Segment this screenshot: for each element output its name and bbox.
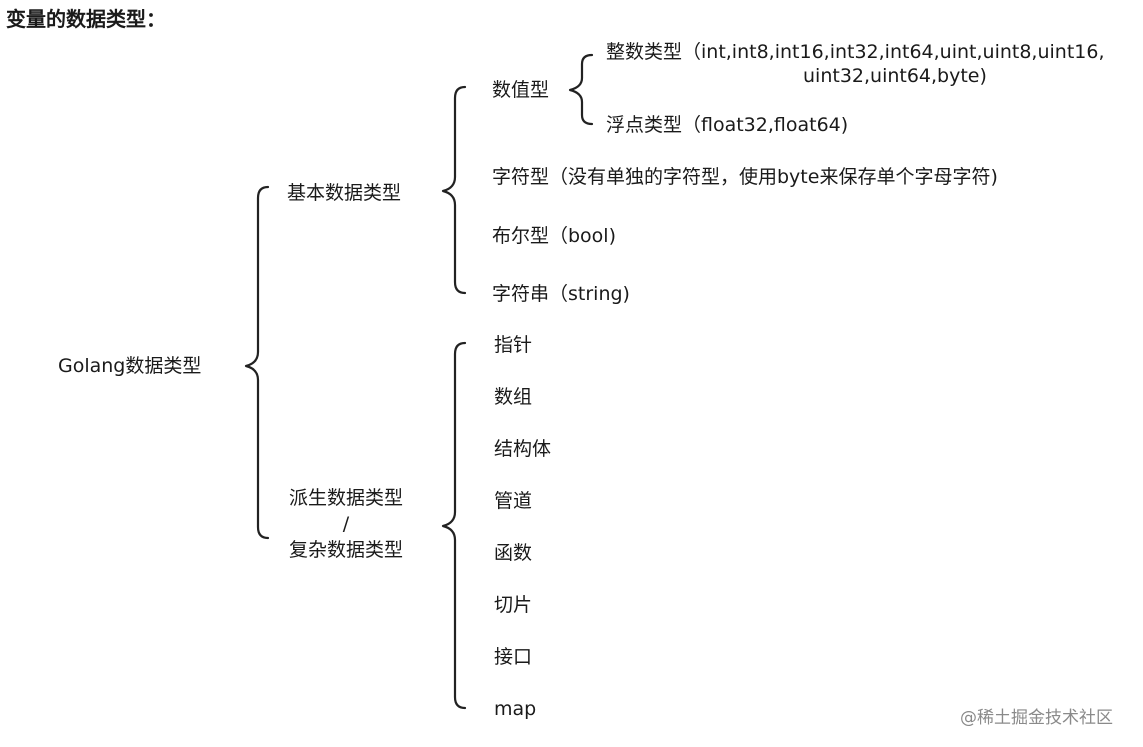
node-char: 字符型（没有单独的字符型，使用byte来保存单个字母字符) [492,166,998,188]
node-string: 字符串（string) [492,283,630,305]
node-numeric: 数值型 [492,79,550,101]
node-channel: 管道 [494,490,533,512]
node-function: 函数 [494,542,533,564]
node-derived-line2: 复杂数据类型 [288,539,403,561]
node-interface: 接口 [494,646,533,668]
root-node-golang-types: Golang数据类型 [58,355,202,377]
watermark: @稀土掘金技术社区 [960,708,1113,728]
root-brace [244,185,270,540]
node-float: 浮点类型（float32,float64) [606,114,849,136]
node-pointer: 指针 [494,334,533,356]
node-integer-line1: 整数类型（int,int8,int16,int32,int64,uint,uin… [606,41,1105,63]
numeric-brace [568,53,594,126]
node-bool: 布尔型（bool) [492,225,617,247]
node-basic-types: 基本数据类型 [287,182,402,204]
node-derived-separator: / [342,513,350,535]
node-integer-line2: uint32,uint64,byte) [803,65,987,87]
node-map: map [494,698,537,720]
derived-brace [441,341,467,710]
node-struct: 结构体 [494,438,552,460]
node-slice: 切片 [494,594,533,616]
basic-brace [441,85,467,295]
node-array: 数组 [494,386,533,408]
node-derived-line1: 派生数据类型 [288,487,403,509]
page-title: 变量的数据类型： [6,7,166,31]
